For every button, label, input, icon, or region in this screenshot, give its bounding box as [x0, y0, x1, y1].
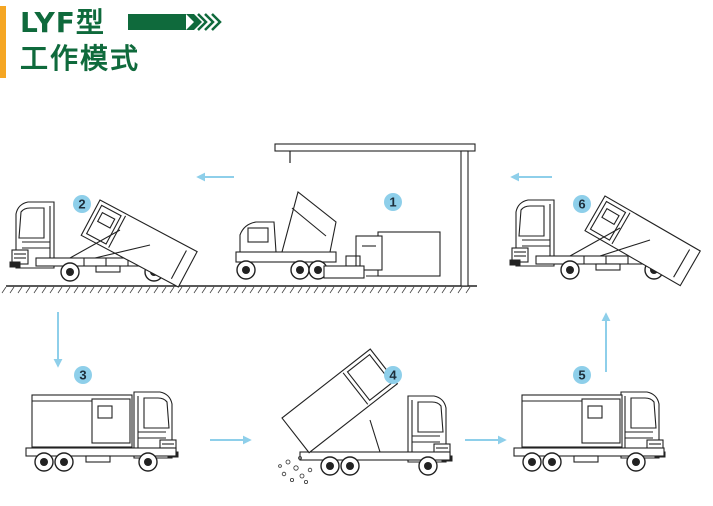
step-badge-2: 2	[73, 195, 91, 213]
step-badge-4: 4	[384, 366, 402, 384]
step1-illustration	[235, 191, 441, 280]
step-number-5: 5	[578, 368, 585, 383]
step-badge-1: 1	[384, 193, 402, 211]
step-number-6: 6	[578, 197, 585, 212]
step-number-2: 2	[78, 197, 85, 212]
ground-line	[1, 285, 477, 294]
step5-illustration	[513, 392, 665, 472]
title-accent-bar	[0, 6, 6, 78]
step4-illustration	[278, 348, 452, 484]
title-chevron-decoration-icon	[128, 13, 222, 31]
gantry-structure	[274, 143, 476, 287]
page-title-model: LYF型	[20, 6, 105, 39]
step-badge-6: 6	[573, 195, 591, 213]
step-number-4: 4	[389, 368, 397, 383]
step2-illustration	[9, 199, 198, 288]
step6-illustration	[509, 195, 701, 287]
step3-illustration	[25, 392, 178, 472]
step-number-3: 3	[79, 368, 86, 383]
page-title-mode: 工作模式	[20, 42, 141, 75]
step-badge-3: 3	[74, 366, 92, 384]
step-badge-5: 5	[573, 366, 591, 384]
step-number-1: 1	[389, 195, 396, 210]
